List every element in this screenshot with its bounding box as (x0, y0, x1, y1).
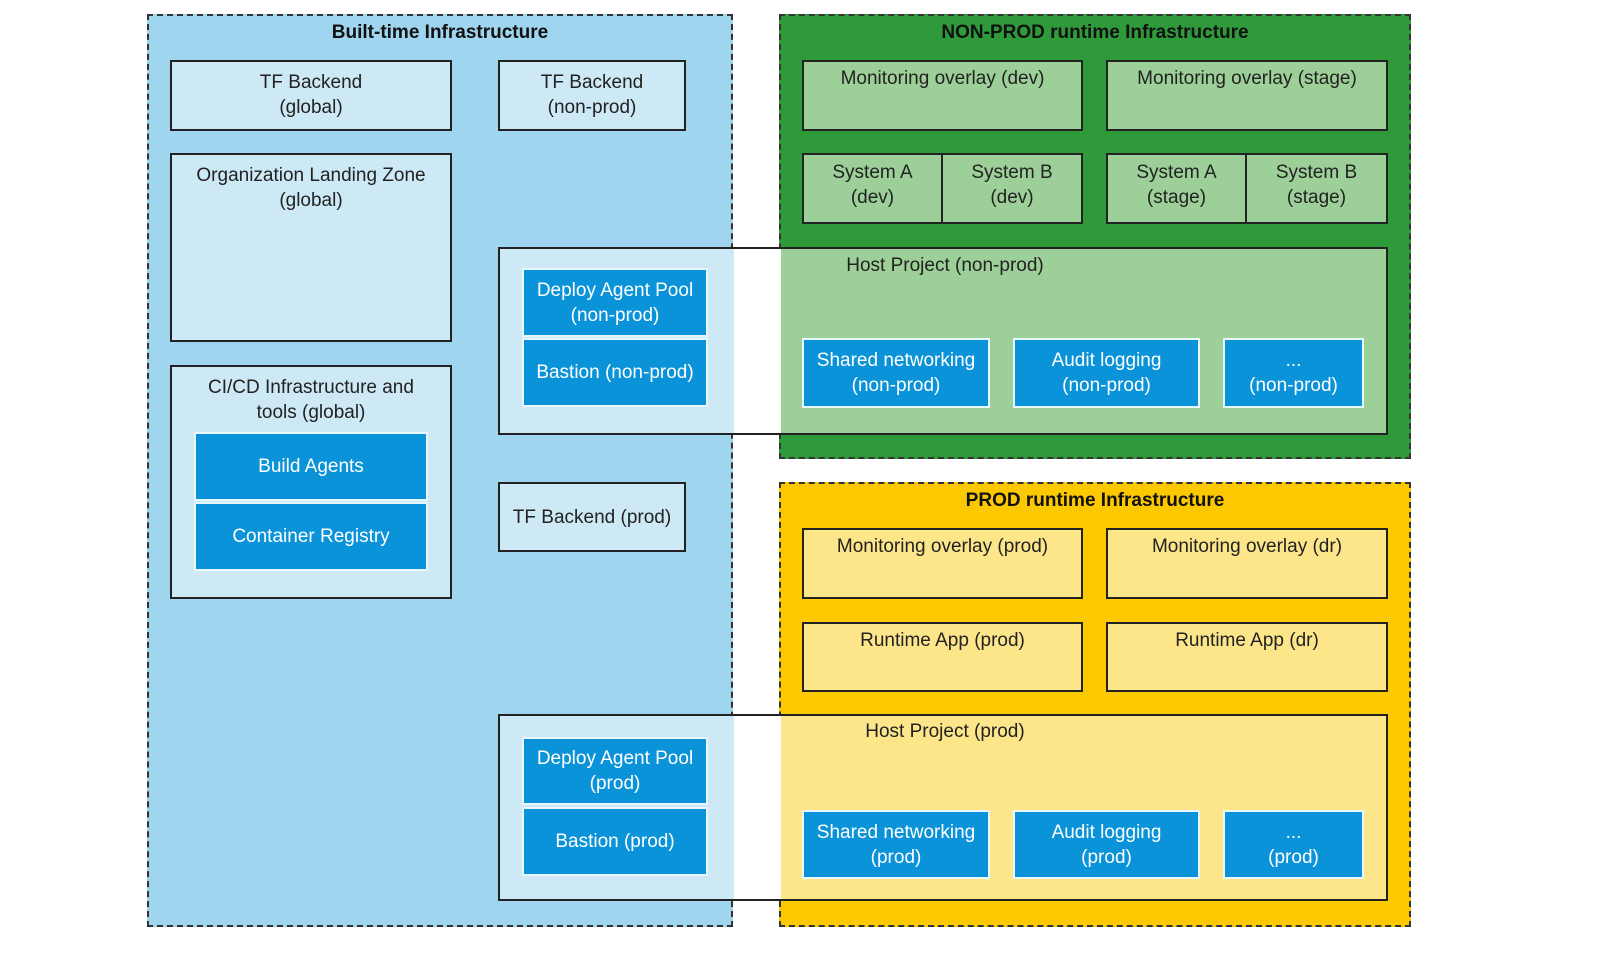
org-landing-zone: Organization Landing Zone (global) (170, 153, 452, 342)
bastion-nonprod: Bastion (non-prod) (522, 338, 708, 407)
build-time-title: Built-time Infrastructure (331, 22, 549, 43)
nonprod-title: NON-PROD runtime Infrastructure (941, 22, 1249, 43)
shared-networking-prod: Shared networking (prod) (802, 810, 990, 879)
deploy-agent-pool-nonprod: Deploy Agent Pool (non-prod) (522, 268, 708, 337)
system-a-dev: System A (dev) (802, 153, 943, 224)
host-project-prod-label: Host Project (prod) (865, 721, 1025, 742)
other-services-nonprod: ... (non-prod) (1223, 338, 1364, 408)
cicd-label: CI/CD Infrastructure and tools (global) (208, 377, 414, 423)
tf-backend-prod: TF Backend (prod) (498, 482, 686, 552)
prod-title: PROD runtime Infrastructure (965, 490, 1225, 511)
shared-networking-nonprod: Shared networking (non-prod) (802, 338, 990, 408)
system-b-dev: System B (dev) (941, 153, 1083, 224)
system-a-stage: System A (stage) (1106, 153, 1247, 224)
monitoring-overlay-dr: Monitoring overlay (dr) (1106, 528, 1388, 599)
runtime-app-dr: Runtime App (dr) (1106, 622, 1388, 692)
build-agents: Build Agents (194, 432, 428, 501)
monitoring-overlay-dev: Monitoring overlay (dev) (802, 60, 1083, 131)
tf-backend-nonprod: TF Backend (non-prod) (498, 60, 686, 131)
audit-logging-prod: Audit logging (prod) (1013, 810, 1200, 879)
monitoring-overlay-stage: Monitoring overlay (stage) (1106, 60, 1388, 131)
system-b-stage: System B (stage) (1245, 153, 1388, 224)
runtime-app-prod: Runtime App (prod) (802, 622, 1083, 692)
container-registry: Container Registry (194, 502, 428, 571)
other-services-prod: ... (prod) (1223, 810, 1364, 879)
host-project-nonprod-label: Host Project (non-prod) (846, 255, 1044, 276)
bastion-prod: Bastion (prod) (522, 807, 708, 876)
tf-backend-global: TF Backend (global) (170, 60, 452, 131)
monitoring-overlay-prod: Monitoring overlay (prod) (802, 528, 1083, 599)
audit-logging-nonprod: Audit logging (non-prod) (1013, 338, 1200, 408)
deploy-agent-pool-prod: Deploy Agent Pool (prod) (522, 737, 708, 805)
